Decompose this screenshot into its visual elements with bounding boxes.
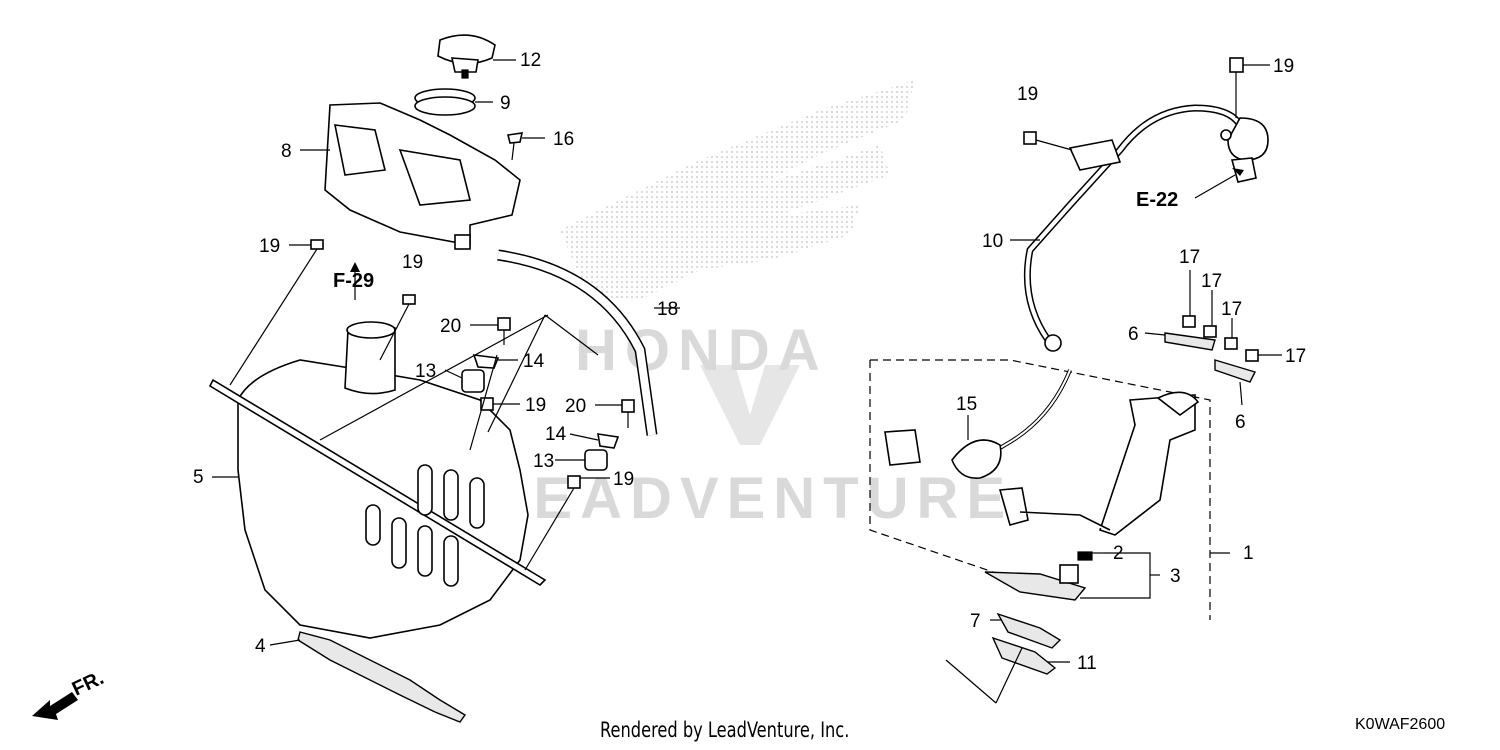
part-9-seal-ring [414, 88, 476, 116]
render-credit: Rendered by LeadVenture, Inc. [600, 718, 850, 742]
callout-10: 10 [982, 231, 1003, 252]
callout-3: 3 [1170, 566, 1181, 587]
fuel-pump-body [884, 369, 1200, 536]
ref-arrows [350, 168, 1244, 300]
callout-20b: 20 [565, 396, 586, 417]
callout-16: 16 [553, 129, 574, 150]
callout-14a: 14 [523, 351, 545, 372]
callout-14b: 14 [545, 424, 567, 445]
callout-17c: 17 [1221, 299, 1242, 320]
ref-e22: E-22 [1136, 189, 1178, 211]
callout-17d: 17 [1285, 346, 1306, 367]
callout-17a: 17 [1179, 247, 1200, 268]
callout-labels: 1 2 3 4 5 6 6 7 8 9 10 11 12 13 13 14 14… [193, 50, 1306, 674]
part-16-screw [507, 132, 524, 161]
part-18-hose [497, 249, 658, 436]
callout-6a: 6 [1128, 324, 1139, 345]
left-fasteners [229, 239, 635, 571]
part-6-17-plates-nuts [1164, 315, 1259, 383]
right-fasteners [1023, 57, 1244, 151]
callout-leaders [212, 59, 1282, 663]
part-7-11-gaskets [945, 612, 1062, 704]
part-8-cover [324, 102, 521, 250]
part-5-fuel-tank [208, 321, 547, 639]
watermark-brand: HONDA [575, 318, 828, 383]
callout-13a: 13 [415, 361, 436, 382]
front-arrow-icon [32, 692, 78, 720]
callout-19b: 19 [1017, 84, 1038, 105]
watermark: HONDA LEADVENTURE [490, 80, 1005, 531]
callout-9: 9 [500, 93, 511, 114]
front-arrow: FR. [32, 667, 107, 720]
callout-15: 15 [956, 394, 977, 415]
callout-2: 2 [1113, 543, 1124, 564]
callout-13b: 13 [533, 451, 554, 472]
callout-8: 8 [281, 141, 292, 162]
callout-6b: 6 [1235, 412, 1246, 433]
ref-f29: F-29 [333, 270, 374, 292]
callout-17b: 17 [1201, 271, 1222, 292]
figure-code: K0WAF2600 [1355, 716, 1446, 733]
callout-19a: 19 [1273, 56, 1294, 77]
callout-7: 7 [970, 611, 981, 632]
part-10-pump-harness [1023, 104, 1269, 352]
callout-18: 18 [657, 299, 678, 320]
callout-11: 11 [1077, 653, 1097, 674]
honda-v-watermark [700, 365, 800, 445]
part-4-bottom-plate [297, 631, 467, 723]
part-2-3-filter [984, 551, 1093, 601]
callout-19d: 19 [402, 252, 423, 273]
honda-wing-watermark [560, 80, 915, 300]
callout-4: 4 [255, 636, 266, 657]
part-12-fuel-cap [437, 34, 496, 79]
callout-20a: 20 [440, 316, 461, 337]
callout-19c: 19 [259, 236, 280, 257]
callout-12: 12 [520, 50, 541, 71]
callout-1: 1 [1243, 543, 1254, 564]
callout-5: 5 [193, 467, 204, 488]
callout-19f: 19 [613, 469, 634, 490]
callout-19e: 19 [525, 395, 546, 416]
